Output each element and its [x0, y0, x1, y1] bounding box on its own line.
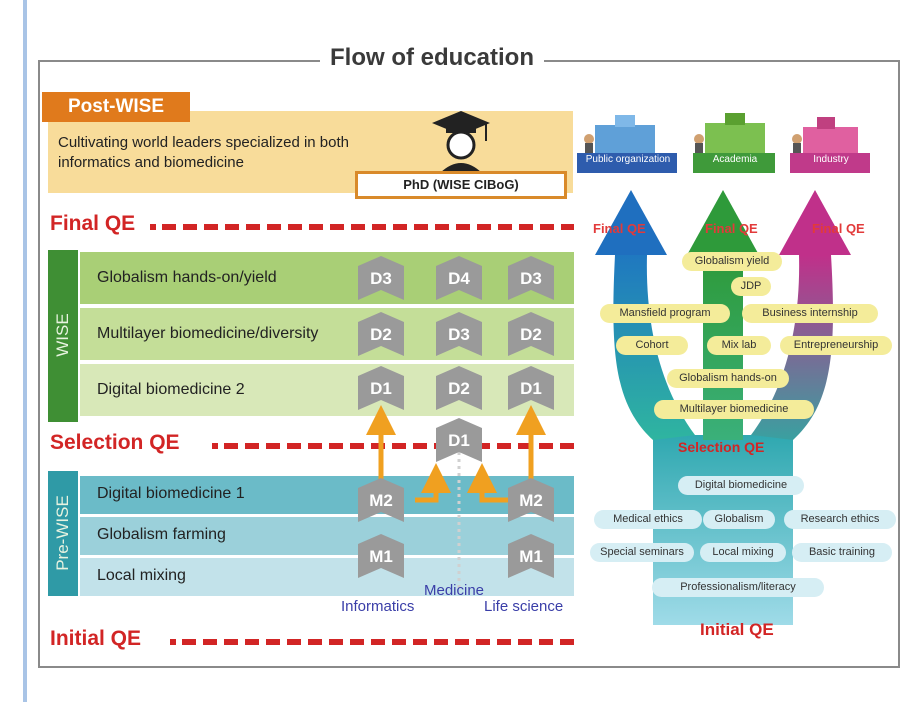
- badge-row2-col2-shape: [436, 312, 482, 356]
- prewise-row-3-label: Local mixing: [97, 567, 186, 584]
- wise-row-1: [80, 252, 574, 304]
- tree-lower-pill-7: Basic training: [792, 543, 892, 562]
- arrow-lifescience-to-medicine: [467, 463, 508, 503]
- prewise-row-2: [80, 517, 574, 555]
- tree-upper-pill-1: Globalism yield: [682, 252, 782, 271]
- post-wise-tab: Post-WISE: [42, 92, 190, 122]
- wise-side-bar: [48, 250, 78, 422]
- badge-row3-col2-shape: [436, 366, 482, 410]
- initial-qe-label: Initial QE: [50, 627, 142, 650]
- destination-label-2: Academia: [712, 154, 758, 165]
- prewise-side-bar: [48, 471, 78, 596]
- badge-row3-col2: D2: [448, 379, 470, 398]
- tree-lower-pill-5: Special seminars: [590, 543, 694, 562]
- subject-informatics: Informatics: [341, 598, 415, 615]
- initial-qe-dot: [170, 639, 176, 645]
- badge-m2-left-shape: [358, 478, 404, 522]
- arrow-head-right: [779, 190, 851, 255]
- prewise-row-1-label: Digital biomedicine 1: [97, 485, 245, 502]
- badge-row2-col1-shape: [358, 312, 404, 356]
- post-wise-description-line2: informatics and biomedicine: [58, 154, 244, 171]
- tree-final-qe-2: Final QE: [705, 221, 758, 236]
- badge-selection-shape: [436, 418, 482, 462]
- wise-row-2: [80, 308, 574, 360]
- final-qe-label: Final QE: [50, 212, 136, 235]
- prewise-row-3: [80, 558, 574, 596]
- dest-box-academia: [693, 153, 775, 173]
- badge-row1-col2: D4: [448, 269, 470, 288]
- badge-row1-col3-shape: [508, 256, 554, 300]
- badge-selection: D1: [448, 431, 470, 450]
- selection-qe-label: Selection QE: [50, 431, 180, 454]
- arrow-head-left: [595, 190, 667, 255]
- destination-label-1: Public organization: [585, 154, 671, 165]
- tree-upper-pill-3: Mansfield program: [600, 304, 730, 323]
- tree-lower-pill-1: Digital biomedicine: [678, 476, 804, 495]
- tree-upper-pill-8: Globalism hands-on: [667, 369, 789, 388]
- diagram-title: Flow of education: [320, 44, 544, 72]
- arrow-informatics-to-medicine: [415, 463, 451, 503]
- tree-upper-pill-2: JDP: [731, 277, 771, 296]
- tree-upper-pill-9: Multilayer biomedicine: [654, 400, 814, 419]
- tree-selection-qe-label: Selection QE: [678, 439, 765, 455]
- page-frame-left-border: [23, 0, 27, 702]
- badge-m1-right: M1: [519, 547, 543, 566]
- dest-box-public: [577, 153, 677, 173]
- prewise-row-2-label: Globalism farming: [97, 526, 226, 543]
- tree-lower-pill-2: Medical ethics: [594, 510, 702, 529]
- wise-row-3: [80, 364, 574, 416]
- badge-row1-col1-shape: [358, 256, 404, 300]
- tree-initial-qe-label: Initial QE: [700, 620, 774, 639]
- tree-final-qe-3: Final QE: [812, 221, 865, 236]
- badge-row2-col3-shape: [508, 312, 554, 356]
- tree-lower-pill-4: Research ethics: [784, 510, 896, 529]
- badge-m2-right-shape: [508, 478, 554, 522]
- tree-upper-pill-4: Business internship: [742, 304, 878, 323]
- final-qe-line: [162, 224, 574, 230]
- badge-m2-left: M2: [369, 491, 393, 510]
- wise-row-1-label: Globalism hands-on/yield: [97, 269, 277, 286]
- badge-row3-col1: D1: [370, 379, 392, 398]
- selection-qe-line: [224, 443, 574, 449]
- badge-m1-left-shape: [358, 534, 404, 578]
- badge-m1-left: M1: [369, 547, 393, 566]
- tree-final-qe-1: Final QE: [593, 221, 646, 236]
- badge-m1-right-shape: [508, 534, 554, 578]
- wise-row-3-label: Digital biomedicine 2: [97, 381, 245, 398]
- subject-life-science: Life science: [484, 598, 564, 615]
- badge-row2-col3: D2: [520, 325, 542, 344]
- tree-upper-pill-6: Mix lab: [707, 336, 771, 355]
- badge-row2-col1: D2: [370, 325, 392, 344]
- badge-row1-col1: D3: [370, 269, 392, 288]
- tree-lower-pill-8: Professionalism/literacy: [652, 578, 824, 597]
- post-wise-description: Cultivating world leaders specialized in…: [58, 133, 438, 173]
- badge-row3-col3-shape: [508, 366, 554, 410]
- wise-row-2-label: Multilayer biomedicine/diversity: [97, 325, 319, 342]
- subject-medicine: Medicine: [424, 582, 485, 599]
- building-industry-icon: [792, 117, 858, 153]
- dest-box-industry: [790, 153, 870, 173]
- selection-qe-dot: [212, 443, 218, 449]
- tree-upper-pill-7: Entrepreneurship: [780, 336, 892, 355]
- post-wise-description-line1: Cultivating world leaders specialized in…: [58, 134, 349, 151]
- tree-lower-pill-3: Globalism: [703, 510, 775, 529]
- badge-row2-col2: D3: [448, 325, 470, 344]
- badge-row3-col3: D1: [520, 379, 542, 398]
- building-public-icon: [584, 115, 655, 153]
- tree-upper-pill-5: Cohort: [616, 336, 688, 355]
- badge-row3-col1-shape: [358, 366, 404, 410]
- arrow-head-center: [687, 190, 759, 255]
- badge-row1-col3: D3: [520, 269, 542, 288]
- badge-m2-right: M2: [519, 491, 543, 510]
- building-academia-icon: [694, 113, 765, 153]
- final-qe-dot: [150, 224, 156, 230]
- graduate-icon: [432, 111, 490, 173]
- initial-qe-line: [182, 639, 574, 645]
- badge-row1-col2-shape: [436, 256, 482, 300]
- phd-label: PhD (WISE CIBoG): [355, 171, 567, 199]
- destination-label-3: Industry: [813, 154, 849, 165]
- tree-lower-pill-6: Local mixing: [700, 543, 786, 562]
